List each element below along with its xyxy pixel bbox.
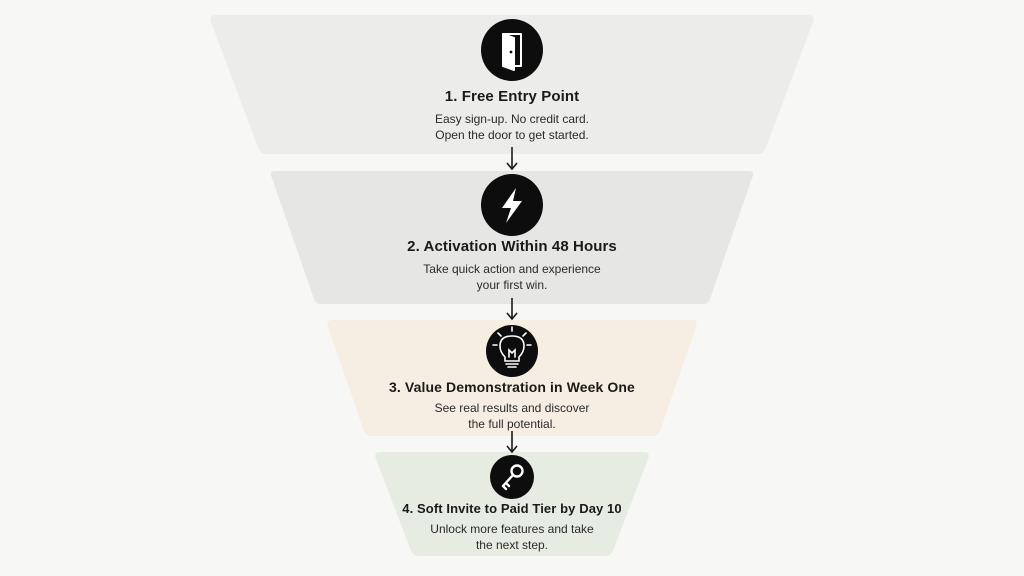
stage-4-title: 4. Soft Invite to Paid Tier by Day 10 bbox=[402, 501, 622, 516]
stage-3-desc-line2: the full potential. bbox=[468, 417, 556, 431]
lightbulb-icon bbox=[492, 326, 532, 368]
stage-2-desc-line1: Take quick action and experience bbox=[423, 262, 601, 276]
stage-1-desc-line1: Easy sign-up. No credit card. bbox=[434, 112, 590, 126]
stage-1-text: 1. Free Entry Point Easy sign-up. No cre… bbox=[0, 88, 1024, 143]
stage-4-text: 4. Soft Invite to Paid Tier by Day 10 Un… bbox=[0, 500, 1024, 553]
stage-3-icon-circle bbox=[486, 325, 538, 377]
stage-2-title: 2. Activation Within 48 Hours bbox=[407, 238, 617, 255]
stage-3-desc-line1: See real results and discover bbox=[434, 401, 590, 415]
stage-1-title: 1. Free Entry Point bbox=[444, 88, 580, 105]
stage-1-desc-line2: Open the door to get started. bbox=[435, 128, 589, 142]
lightning-icon bbox=[502, 188, 522, 223]
stage-3-title: 3. Value Demonstration in Week One bbox=[389, 379, 635, 395]
stage-1-band bbox=[210, 15, 814, 154]
stage-2-band bbox=[270, 171, 754, 304]
stage-4-desc-line1: Unlock more features and take bbox=[430, 522, 594, 536]
arrow-1-to-2 bbox=[506, 147, 518, 171]
stage-2-text: 2. Activation Within 48 Hours Take quick… bbox=[0, 238, 1024, 293]
stage-3-band bbox=[327, 320, 697, 436]
stage-2-desc-line2: your first win. bbox=[476, 278, 548, 292]
arrow-3-to-4 bbox=[506, 431, 518, 454]
arrow-2-to-3 bbox=[506, 298, 518, 321]
stage-4-band bbox=[375, 452, 649, 556]
stage-3-text: 3. Value Demonstration in Week One See r… bbox=[0, 378, 1024, 432]
key-icon bbox=[501, 464, 524, 491]
stage-4-desc-line2: the next step. bbox=[475, 538, 549, 552]
door-icon bbox=[502, 33, 522, 71]
